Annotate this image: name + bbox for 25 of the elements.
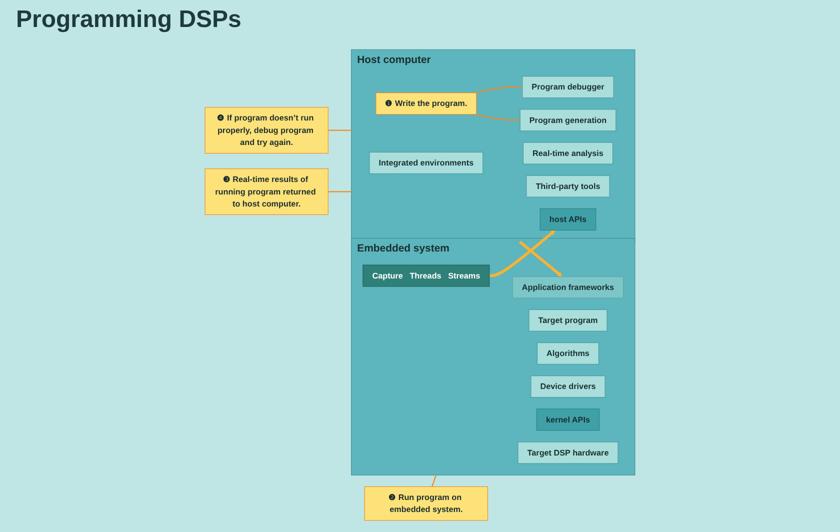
diagram-title: Programming DSPs [15, 5, 242, 35]
node-box: Target DSP hardware [518, 442, 618, 464]
arrow [489, 230, 556, 278]
connector [474, 86, 522, 94]
node-box: ❶ Write the program. [376, 92, 477, 115]
node-box: Third-party tools [526, 175, 610, 198]
node-box: Device drivers [530, 376, 606, 398]
node-box: ❹ If program doesn’t run properly, debug program and try again. [204, 107, 328, 154]
node-box: host APIs [540, 208, 596, 230]
node-box: Real-time analysis [522, 142, 614, 164]
node-box: Program generation [520, 109, 616, 132]
connector [431, 474, 437, 487]
node-box: Integrated environments [369, 152, 484, 174]
node-box: ❷ Run program on embedded system. [364, 486, 488, 521]
node-box: Capture Threads Streams [362, 264, 490, 287]
arrow [518, 240, 562, 277]
connector [474, 114, 520, 121]
node-box: Program debugger [522, 76, 614, 98]
node-box: Application frameworks [512, 276, 624, 298]
node-box: Target program [528, 309, 608, 332]
node-box: ❸ Real-time results of running program returned to host computer. [204, 168, 328, 215]
connector [328, 130, 352, 131]
node-box: Algorithms [536, 342, 599, 365]
node-box: kernel APIs [536, 408, 600, 431]
connector [328, 191, 352, 192]
